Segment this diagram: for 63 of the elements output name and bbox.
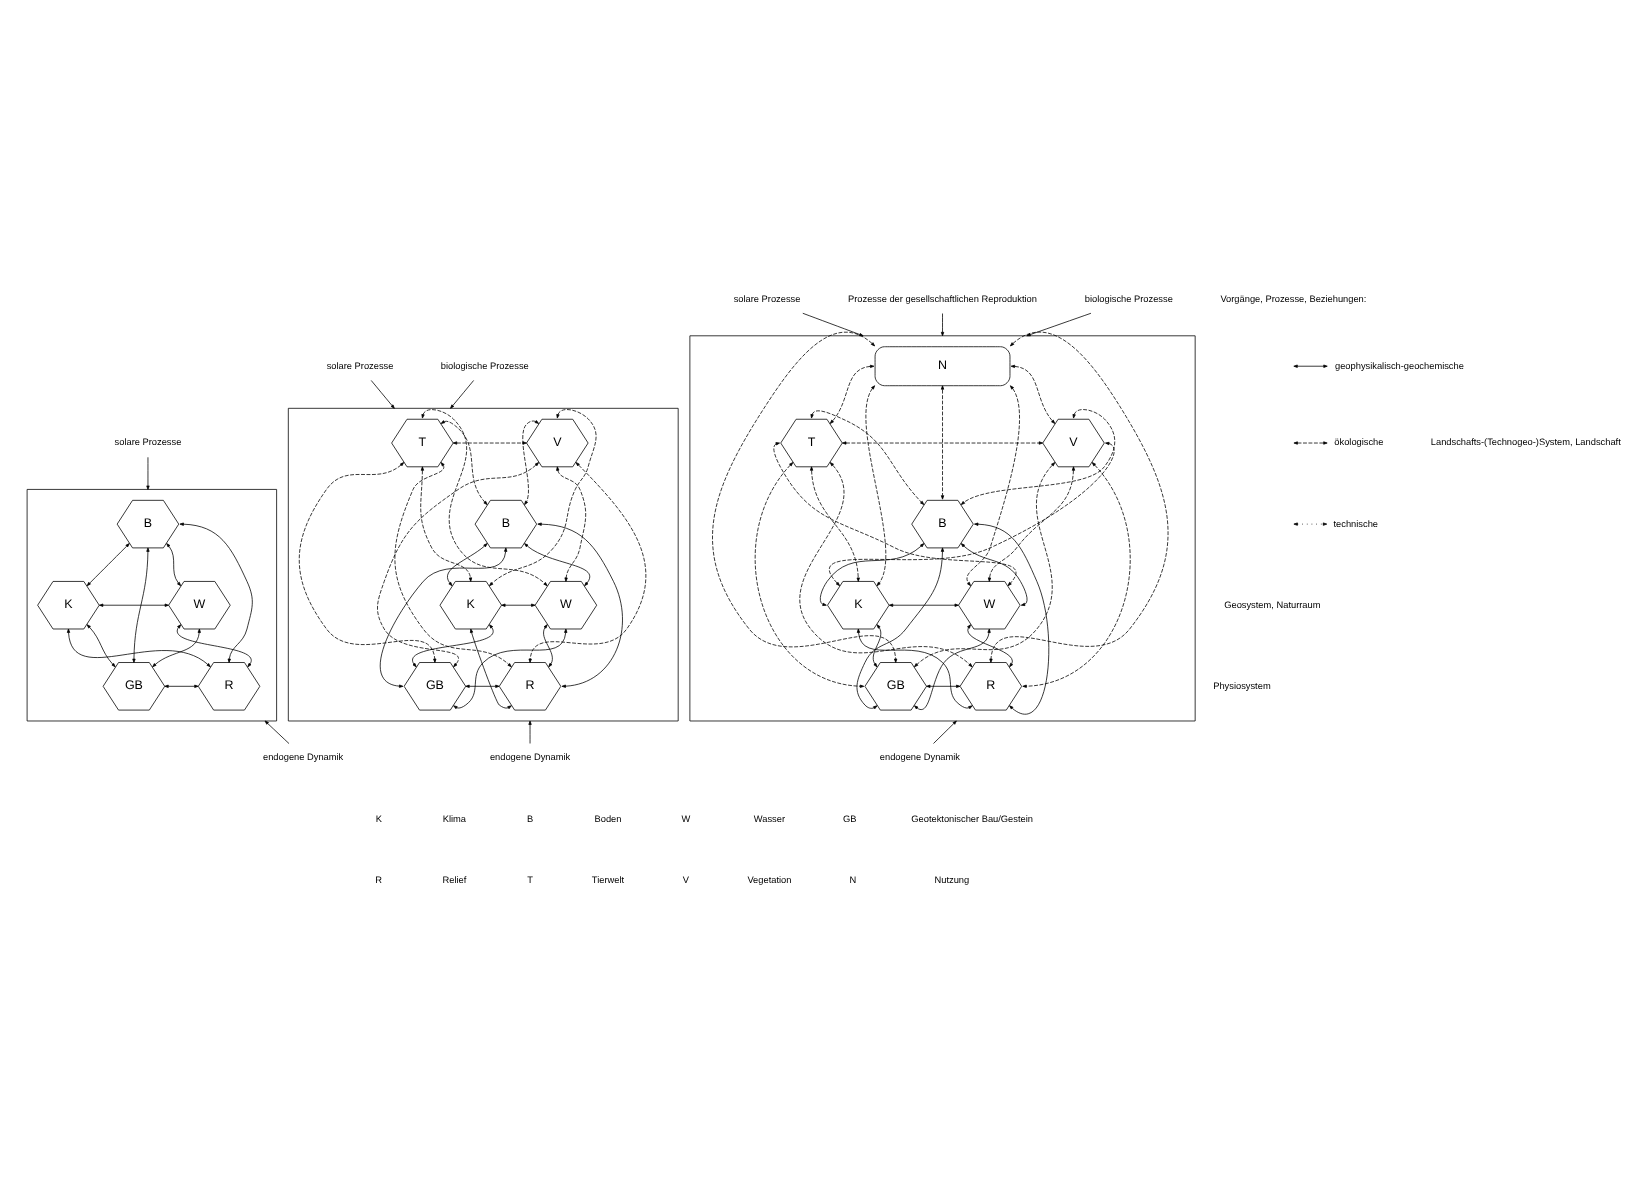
arrow	[528, 719, 532, 743]
arrow	[377, 461, 539, 667]
arrow	[960, 542, 1028, 605]
arrow	[379, 546, 508, 687]
arrow	[264, 719, 290, 743]
arrow	[933, 719, 957, 743]
arrow	[501, 602, 536, 606]
arrow	[132, 546, 150, 662]
arrow	[888, 602, 959, 606]
arrow	[810, 409, 925, 504]
arrow	[914, 461, 1056, 667]
arrow	[799, 461, 973, 667]
arrow	[940, 384, 945, 499]
arrow	[810, 465, 860, 581]
arrow	[872, 623, 882, 667]
arrow	[967, 623, 1014, 667]
arrow	[960, 408, 1116, 504]
arrow	[528, 461, 647, 662]
arrow	[856, 546, 945, 709]
arrow	[179, 521, 253, 662]
arrow	[86, 542, 130, 586]
arrow	[819, 542, 925, 605]
arrow	[465, 683, 500, 687]
arrow	[1022, 461, 1131, 687]
arrow	[420, 465, 473, 581]
arrow	[447, 542, 488, 586]
arrow	[99, 602, 169, 606]
arrow	[412, 623, 494, 667]
arrow	[370, 379, 395, 408]
arrow	[556, 465, 587, 581]
arrow	[450, 379, 475, 408]
arrow	[966, 384, 1020, 586]
arrow	[856, 627, 973, 709]
arrow	[829, 363, 875, 423]
arrow	[298, 461, 437, 662]
arrow	[164, 683, 199, 687]
arrow	[453, 627, 568, 709]
arrow	[829, 440, 1115, 586]
arrow	[543, 623, 553, 667]
arrow	[469, 627, 512, 709]
arrow	[842, 440, 1043, 444]
arrow	[914, 627, 991, 709]
arrow	[166, 542, 182, 586]
arrow	[524, 542, 590, 586]
arrow	[773, 441, 1016, 586]
arrow	[66, 627, 211, 667]
arrow	[489, 408, 597, 586]
arrow	[1010, 363, 1056, 423]
arrow	[176, 623, 252, 667]
cluster	[26, 488, 277, 721]
arrow	[926, 683, 961, 687]
arrow	[146, 455, 150, 489]
arrow	[754, 461, 865, 687]
arrow	[865, 384, 887, 586]
arrow	[394, 461, 512, 667]
arrow	[86, 623, 116, 667]
arrow	[974, 521, 1050, 714]
arrow	[440, 419, 488, 504]
arrow	[537, 521, 623, 687]
arrow	[940, 312, 945, 336]
arrow	[421, 408, 548, 586]
arrow	[987, 465, 1076, 581]
arrow	[152, 627, 201, 667]
